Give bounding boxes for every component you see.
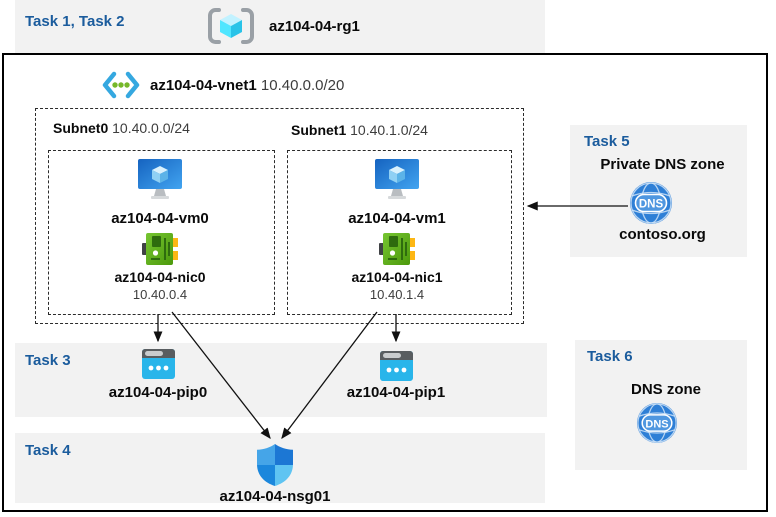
nic1-label: az104-04-nic1 bbox=[351, 269, 443, 285]
subnet1-label: Subnet1 10.40.1.0/24 bbox=[291, 122, 428, 138]
subnet0-name: Subnet0 bbox=[53, 120, 109, 136]
subnet0-box bbox=[48, 150, 275, 315]
pip1-icon bbox=[379, 349, 414, 383]
resource-group-icon bbox=[206, 7, 256, 45]
nic0-label: az104-04-nic0 bbox=[114, 269, 206, 285]
task1-2-label: Task 1, Task 2 bbox=[25, 13, 125, 30]
subnet1-box bbox=[287, 150, 512, 315]
vm0-label: az104-04-vm0 bbox=[111, 210, 209, 227]
dns-icon-text: DNS bbox=[639, 199, 664, 211]
nic1-ip: 10.40.1.4 bbox=[369, 287, 425, 302]
dns-zone-icon: DNS bbox=[636, 402, 678, 444]
vm1-icon bbox=[374, 158, 420, 202]
task5-box: Task 5 Private DNS zone DNS contoso.org bbox=[570, 125, 747, 257]
task4-label: Task 4 bbox=[25, 442, 71, 459]
task3-band: Task 3 bbox=[15, 343, 547, 417]
task5-label: Task 5 bbox=[584, 133, 630, 150]
nic0-ip: 10.40.0.4 bbox=[132, 287, 188, 302]
dns-zone-title: DNS zone bbox=[630, 381, 701, 398]
pip1-label: az104-04-pip1 bbox=[346, 384, 446, 401]
private-dns-icon: DNS bbox=[629, 181, 673, 225]
diagram-frame bbox=[2, 53, 768, 512]
task1-2-band: Task 1, Task 2 az104-04-rg1 bbox=[15, 0, 545, 53]
nic0-icon bbox=[142, 232, 178, 266]
virtual-network-icon bbox=[101, 70, 141, 100]
vnet-name: az104-04-vnet1 bbox=[150, 76, 257, 94]
task3-label: Task 3 bbox=[25, 352, 71, 369]
private-dns-zone-title: Private DNS zone bbox=[600, 156, 725, 173]
subnet0-label: Subnet0 10.40.0.0/24 bbox=[53, 120, 190, 136]
vnet-cidr: 10.40.0.0/20 bbox=[260, 76, 345, 94]
subnets-container bbox=[35, 108, 524, 324]
pip0-label: az104-04-pip0 bbox=[108, 384, 208, 401]
vm1-label: az104-04-vm1 bbox=[348, 210, 446, 227]
resource-group-name: az104-04-rg1 bbox=[269, 17, 360, 35]
nsg-icon bbox=[256, 443, 294, 487]
vm0-icon bbox=[137, 158, 183, 202]
nic1-icon bbox=[379, 232, 415, 266]
private-dns-zone-name: contoso.org bbox=[619, 226, 706, 243]
task6-label: Task 6 bbox=[587, 348, 633, 365]
resource-group: az104-04-rg1 bbox=[206, 7, 360, 45]
nsg-label: az104-04-nsg01 bbox=[219, 488, 331, 505]
subnet1-name: Subnet1 bbox=[291, 122, 347, 138]
task6-box: Task 6 DNS zone DNS bbox=[575, 340, 747, 470]
dns-icon-text: DNS bbox=[645, 418, 668, 430]
pip0-icon bbox=[141, 347, 176, 381]
vnet-header: az104-04-vnet1 10.40.0.0/20 bbox=[101, 70, 344, 100]
subnet1-cidr: 10.40.1.0/24 bbox=[350, 122, 428, 138]
subnet0-cidr: 10.40.0.0/24 bbox=[112, 120, 190, 136]
